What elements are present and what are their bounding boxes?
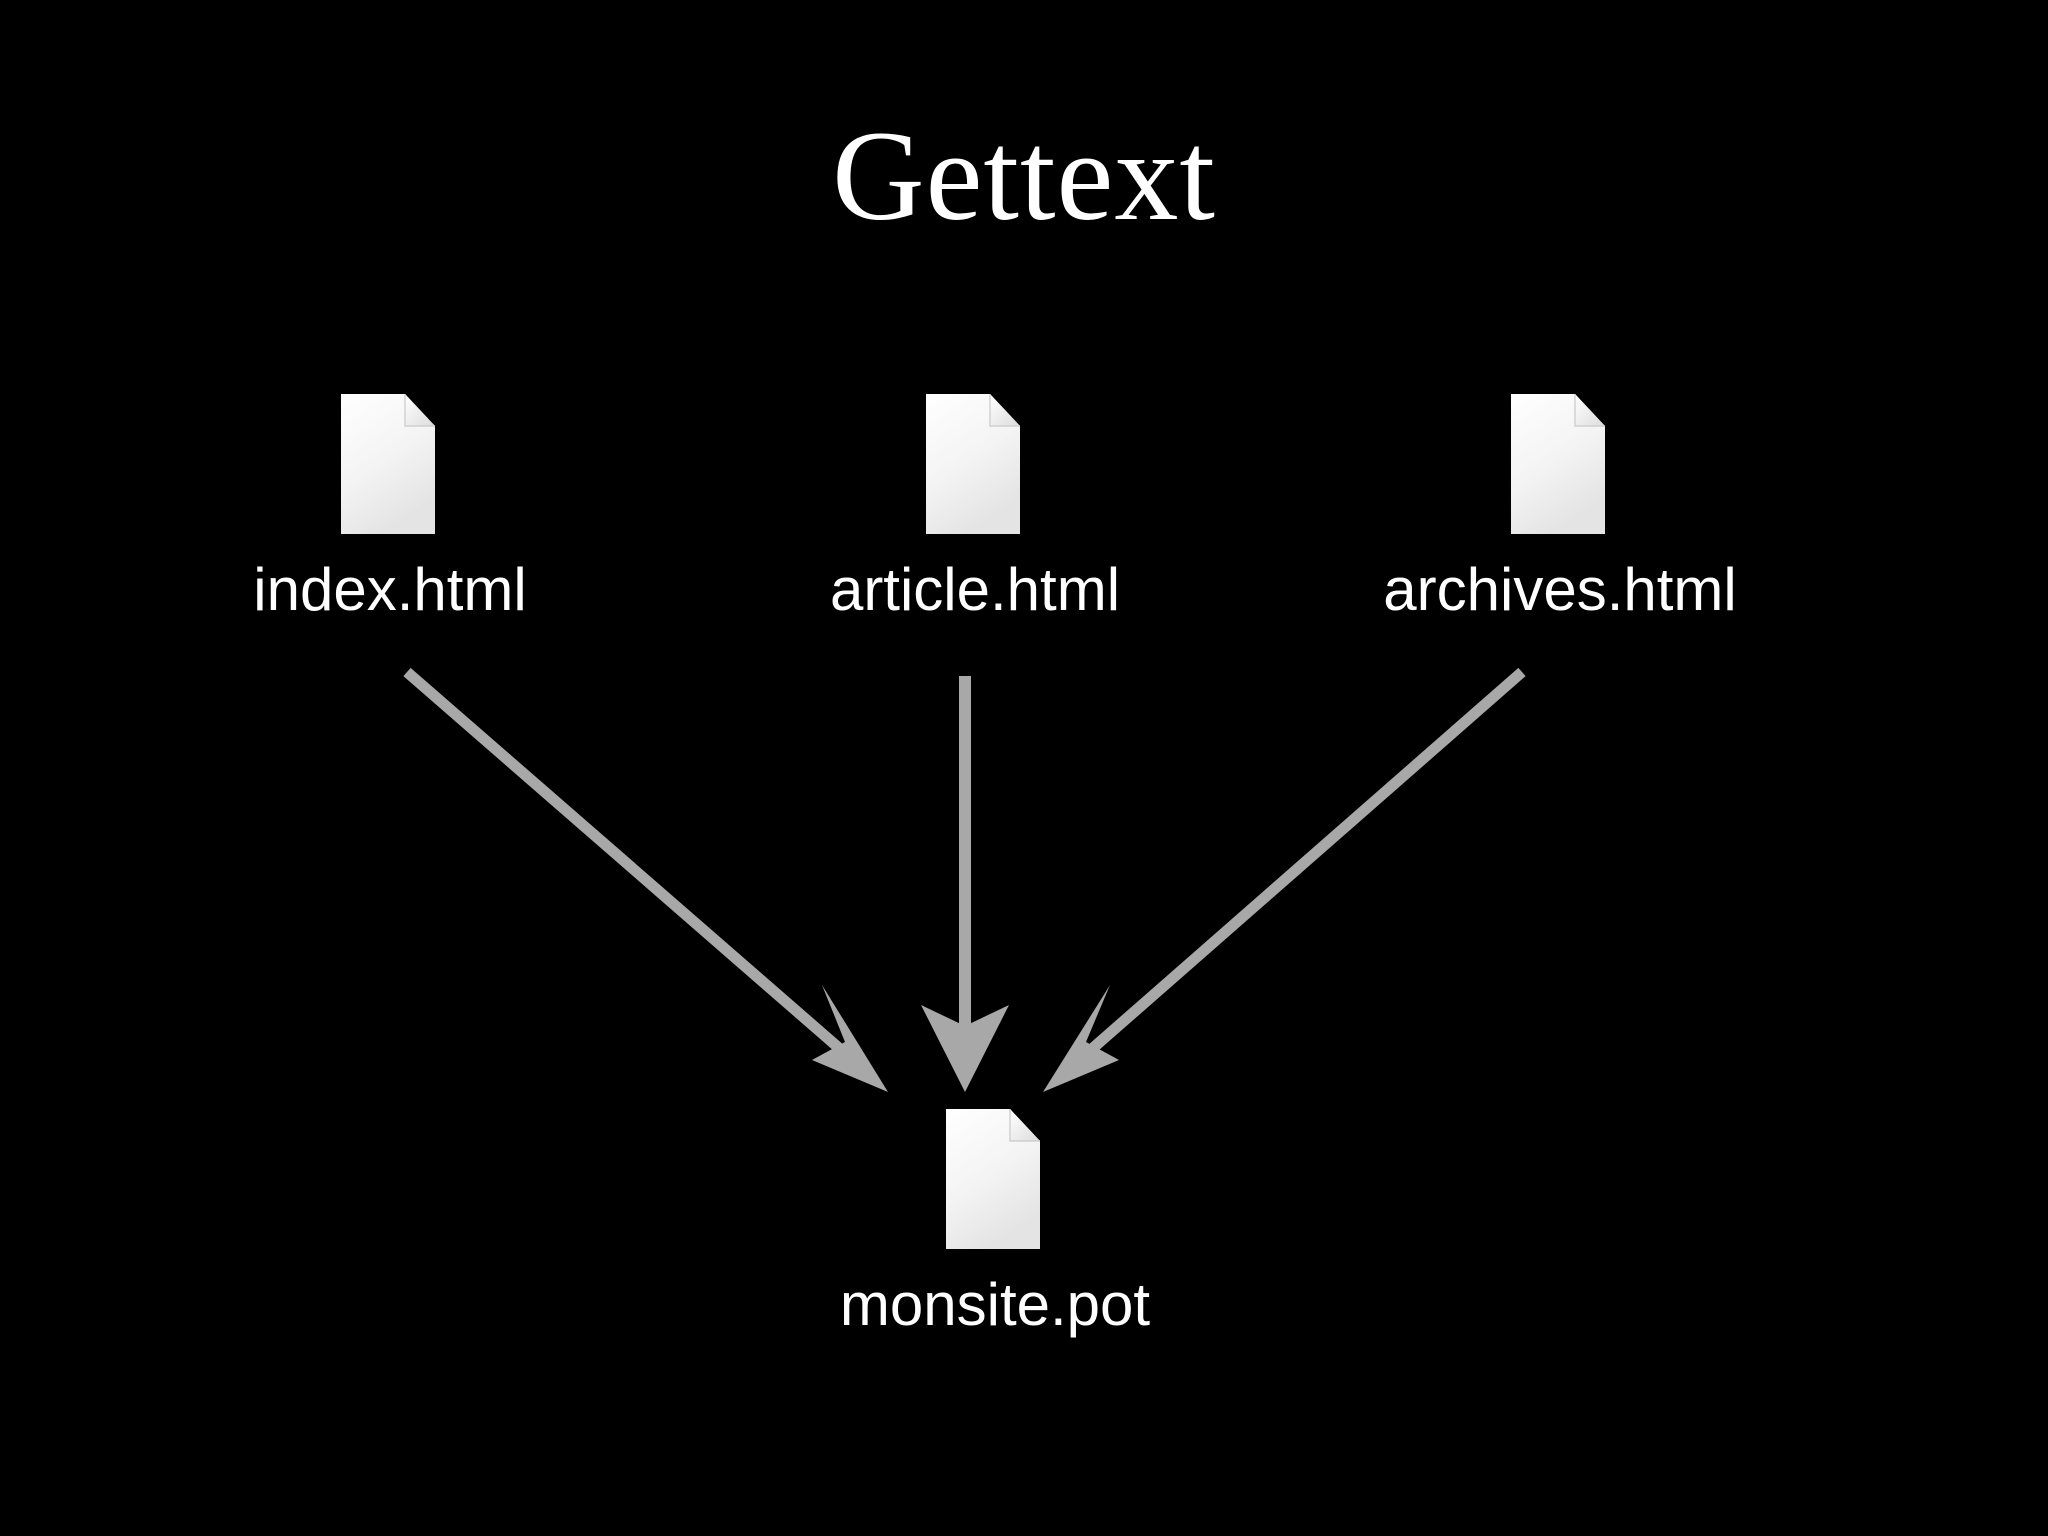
file-node-monsite[interactable]: monsite.pot	[815, 1105, 1175, 1336]
file-label: index.html	[253, 556, 527, 623]
file-label: archives.html	[1383, 556, 1737, 623]
document-icon	[795, 390, 1155, 538]
document-icon	[210, 390, 570, 538]
document-icon	[1380, 390, 1740, 538]
arrow-archives-to-monsite	[1043, 667, 1526, 1092]
file-node-index[interactable]: index.html	[210, 390, 570, 621]
file-node-archives[interactable]: archives.html	[1380, 390, 1740, 621]
arrow-article-to-monsite	[921, 676, 1009, 1092]
page-title: Gettext	[832, 105, 1216, 247]
arrow-index-to-monsite	[403, 667, 888, 1092]
file-node-article[interactable]: article.html	[795, 390, 1155, 621]
document-icon	[815, 1105, 1175, 1253]
file-label: monsite.pot	[839, 1271, 1151, 1338]
file-label: article.html	[829, 556, 1121, 623]
